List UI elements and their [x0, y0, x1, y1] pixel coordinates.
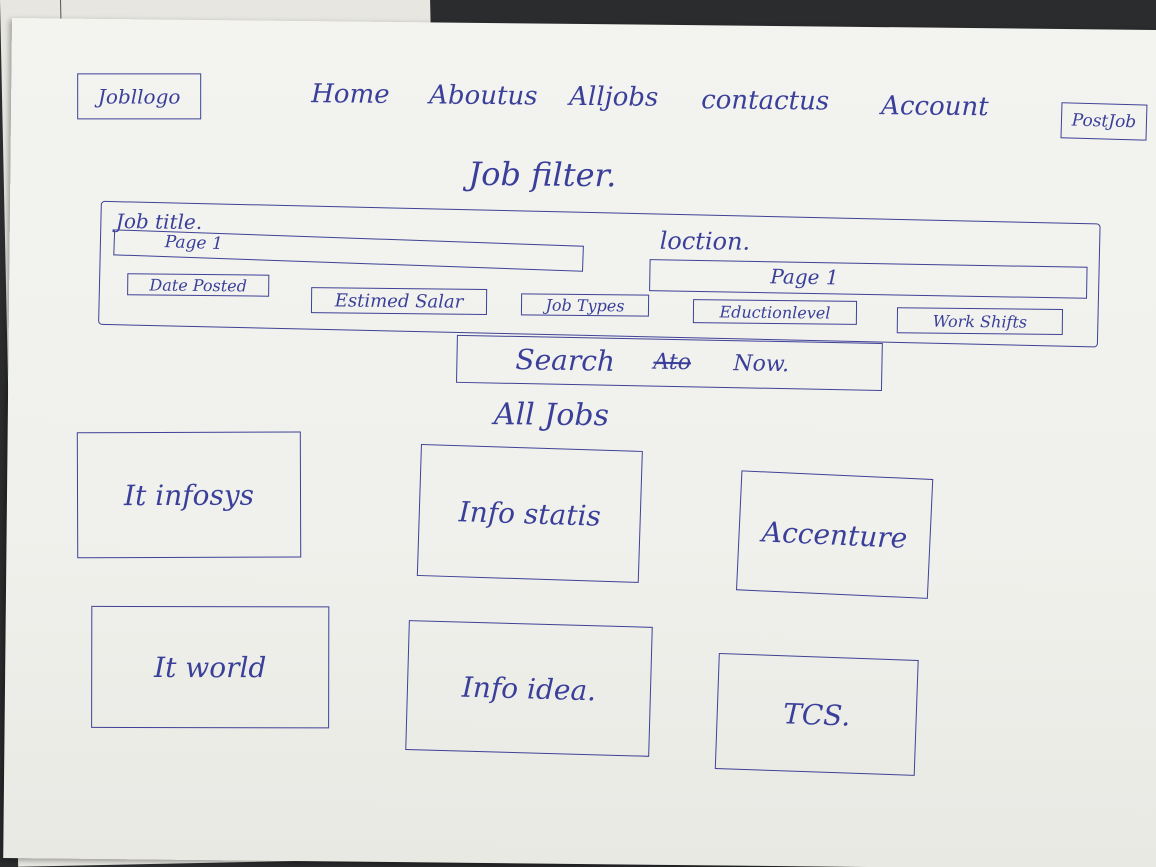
logo-box[interactable]: Jobllogo: [77, 73, 202, 120]
post-job-label: PostJob: [1071, 110, 1137, 133]
job-card-it-world[interactable]: It world: [91, 605, 330, 729]
all-jobs-heading: All Jobs: [493, 397, 610, 434]
job-card-tcs[interactable]: TCS.: [714, 653, 919, 776]
filter-chip-job-types[interactable]: Job Types: [520, 293, 650, 317]
filter-title: Job filter.: [468, 154, 617, 195]
job-card-info-statis[interactable]: Info statis: [416, 443, 643, 583]
location-label: loction.: [659, 226, 751, 256]
search-label: Search: [515, 342, 616, 378]
nav-account[interactable]: Account: [880, 91, 989, 123]
wireframe-sheet: Jobllogo Home Aboutus Alljobs contactus …: [3, 18, 1156, 867]
location-value: Page 1: [770, 264, 839, 290]
nav-all-jobs[interactable]: Alljobs: [569, 81, 659, 113]
logo-text: Jobllogo: [97, 84, 181, 109]
search-now-label: Now.: [733, 351, 790, 378]
filter-chip-work-shifts[interactable]: Work Shifts: [896, 307, 1064, 336]
job-card-info-idea[interactable]: Info idea.: [405, 620, 653, 757]
post-job-button[interactable]: PostJob: [1060, 102, 1148, 141]
job-card-it-infosys[interactable]: It infosys: [76, 431, 302, 559]
nav-home[interactable]: Home: [311, 79, 390, 110]
nav-contact-us[interactable]: contactus: [701, 85, 830, 117]
job-card-accenture[interactable]: Accenture: [736, 470, 934, 599]
job-title-value: Page 1: [164, 232, 224, 255]
search-now-button[interactable]: Search Ato Now.: [456, 334, 883, 391]
filter-chip-estimated-salary[interactable]: Estimed Salar: [310, 287, 488, 315]
search-struck-word: Ato: [653, 349, 692, 376]
filter-chip-date-posted[interactable]: Date Posted: [127, 273, 270, 297]
filter-chip-education-level[interactable]: Eductionlevel: [692, 299, 858, 325]
nav-about-us[interactable]: Aboutus: [429, 80, 538, 112]
